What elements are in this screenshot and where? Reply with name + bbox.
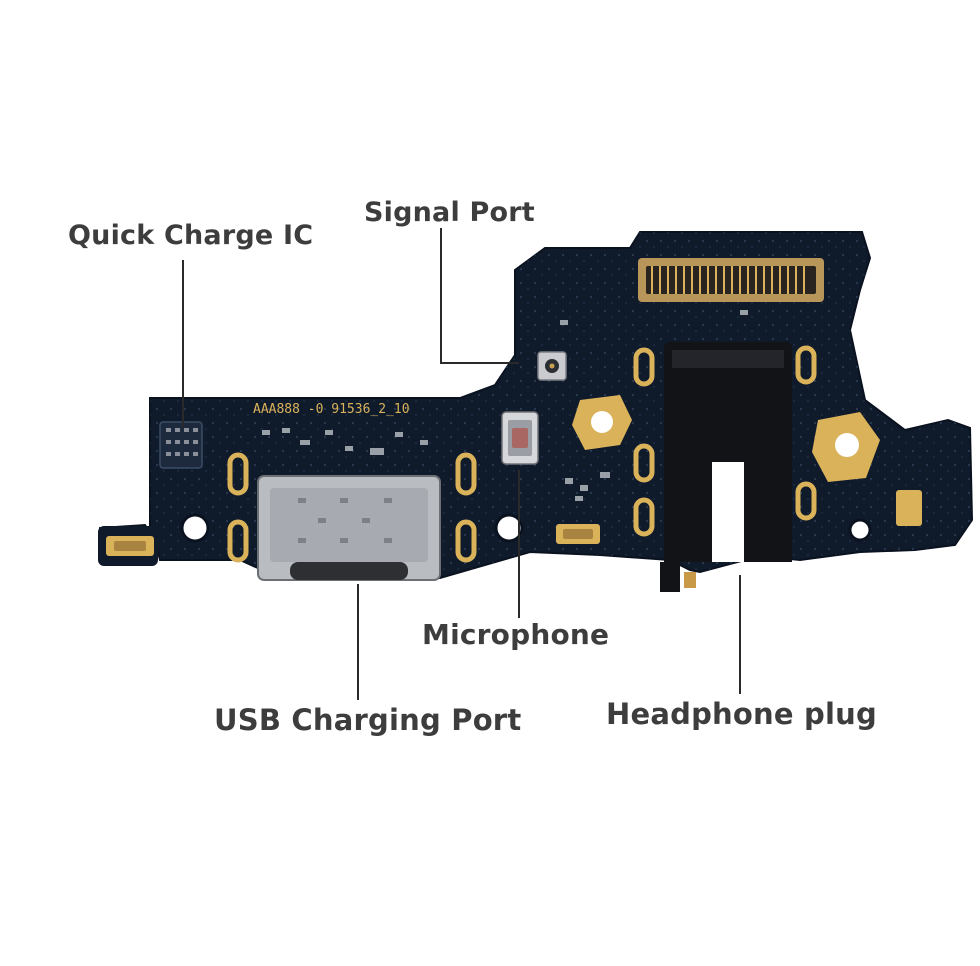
headphone-jack [660,342,792,592]
quick-charge-ic-chip [159,421,203,469]
mounting-pads [572,395,880,482]
smd-components [262,310,748,501]
label-headphone-plug: Headphone plug [606,697,877,731]
pointer-lines [182,228,741,700]
signal-port-pointer [440,228,519,364]
label-usb-charging-port: USB Charging Port [214,703,522,737]
microphone-component [501,411,539,465]
board-silkscreen: AAA888 -0 91536_2_10 [253,402,410,417]
board-connector [638,258,824,302]
gold-slots [227,345,817,563]
label-signal-port: Signal Port [364,197,535,228]
screw-holes [180,513,872,543]
label-quick-charge-ic: Quick Charge IC [68,220,314,251]
signal-port [537,351,567,381]
label-microphone: Microphone [422,618,610,651]
contact-clips [106,490,922,556]
usb-c-port [257,475,441,581]
